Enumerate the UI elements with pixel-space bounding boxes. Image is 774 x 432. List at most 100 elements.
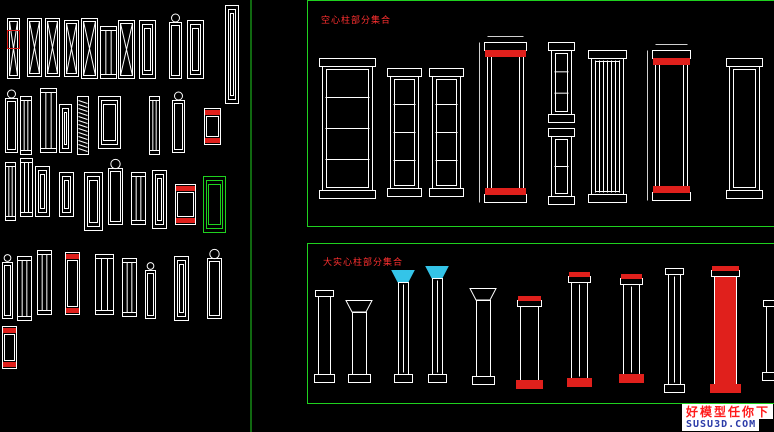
- outline: [429, 68, 464, 77]
- column-piece[interactable]: [100, 26, 117, 79]
- hollow-column[interactable]: [726, 58, 763, 199]
- outline: [152, 170, 167, 229]
- plinth: [428, 374, 447, 383]
- column-piece[interactable]: [5, 162, 16, 221]
- solid-column[interactable]: [314, 290, 335, 383]
- outline: [7, 101, 16, 150]
- solid-column-drawings[interactable]: [314, 266, 774, 393]
- column-piece[interactable]: [40, 88, 57, 153]
- red-capital: [653, 58, 690, 65]
- solid-column[interactable]: [762, 300, 774, 381]
- column-piece[interactable]: [98, 96, 121, 149]
- outline: [228, 9, 236, 100]
- column-piece[interactable]: [59, 104, 72, 153]
- outline: [588, 50, 627, 59]
- shaft: [766, 306, 774, 373]
- red-base: [653, 186, 690, 193]
- hollow-column[interactable]: [548, 128, 575, 205]
- hollow-column[interactable]: [319, 58, 376, 199]
- outline: [206, 180, 223, 229]
- left-column-library[interactable]: [2, 5, 239, 369]
- column-piece[interactable]: [77, 96, 89, 155]
- outline: [588, 194, 627, 203]
- outline: [29, 21, 40, 74]
- column-piece[interactable]: [65, 252, 80, 315]
- outline: [142, 24, 153, 75]
- solid-panel-frame[interactable]: [307, 243, 774, 404]
- column-piece[interactable]: [95, 254, 114, 315]
- column-piece[interactable]: [187, 20, 204, 79]
- red-capital: [485, 50, 526, 57]
- solid-column[interactable]: [425, 266, 449, 383]
- column-piece[interactable]: [64, 20, 79, 77]
- column-piece[interactable]: [45, 18, 60, 77]
- solid-column[interactable]: [469, 288, 497, 385]
- column-piece[interactable]: [81, 18, 98, 79]
- column-piece[interactable]: [172, 91, 185, 153]
- outline: [548, 196, 575, 205]
- column-piece[interactable]: [207, 248, 222, 319]
- solid-column[interactable]: [710, 266, 741, 393]
- column-piece[interactable]: [174, 256, 189, 321]
- column-piece[interactable]: [20, 96, 32, 155]
- outline: [77, 96, 89, 155]
- column-piece[interactable]: [5, 89, 18, 153]
- column-piece[interactable]: [2, 254, 13, 319]
- hollow-column[interactable]: [429, 68, 464, 197]
- column-piece[interactable]: [122, 258, 137, 317]
- outline: [120, 23, 133, 76]
- outline: [665, 268, 684, 275]
- column-piece[interactable]: [84, 172, 103, 231]
- solid-column[interactable]: [619, 274, 644, 383]
- column-piece[interactable]: [108, 158, 123, 225]
- column-piece[interactable]: [20, 158, 33, 217]
- solid-column[interactable]: [664, 268, 685, 393]
- solid-column[interactable]: [345, 300, 373, 383]
- outline: [118, 20, 135, 79]
- hollow-column-drawings[interactable]: [319, 36, 763, 205]
- hollow-panel-frame[interactable]: [307, 0, 774, 227]
- column-piece[interactable]: [139, 20, 156, 79]
- hollow-column[interactable]: [479, 36, 527, 203]
- column-piece[interactable]: [131, 172, 146, 225]
- edge-line: [78, 140, 88, 144]
- column-piece[interactable]: [169, 13, 182, 79]
- ball-finial: [146, 262, 155, 270]
- outline: [192, 28, 199, 71]
- panel-frames: [250, 0, 774, 432]
- column-piece[interactable]: [225, 5, 239, 104]
- outline: [315, 290, 334, 297]
- column-piece[interactable]: [17, 256, 32, 321]
- outline: [87, 176, 100, 227]
- shaft: [714, 276, 737, 385]
- solid-column[interactable]: [516, 296, 543, 389]
- column-piece[interactable]: [175, 184, 196, 225]
- column-piece[interactable]: [149, 96, 160, 155]
- hollow-column[interactable]: [647, 44, 691, 201]
- outline: [81, 18, 98, 79]
- hollow-column[interactable]: [387, 68, 422, 197]
- column-piece[interactable]: [27, 18, 42, 77]
- column-piece[interactable]: [37, 250, 52, 315]
- column-piece[interactable]: [152, 170, 167, 229]
- red-base: [66, 308, 79, 313]
- hollow-column[interactable]: [548, 42, 575, 123]
- column-piece[interactable]: [204, 108, 221, 145]
- solid-column[interactable]: [391, 270, 415, 383]
- column-piece[interactable]: [118, 20, 135, 79]
- solid-column[interactable]: [567, 272, 592, 387]
- column-piece[interactable]: [203, 176, 226, 233]
- plinth: [348, 374, 371, 383]
- column-piece[interactable]: [145, 262, 156, 319]
- column-piece[interactable]: [35, 166, 50, 217]
- column-piece[interactable]: [59, 172, 74, 217]
- red-base: [176, 218, 195, 223]
- outline: [2, 326, 17, 369]
- column-piece[interactable]: [2, 326, 17, 369]
- hollow-column[interactable]: [588, 50, 627, 203]
- outline: [59, 104, 72, 153]
- outline: [62, 176, 71, 213]
- outline: [35, 166, 50, 217]
